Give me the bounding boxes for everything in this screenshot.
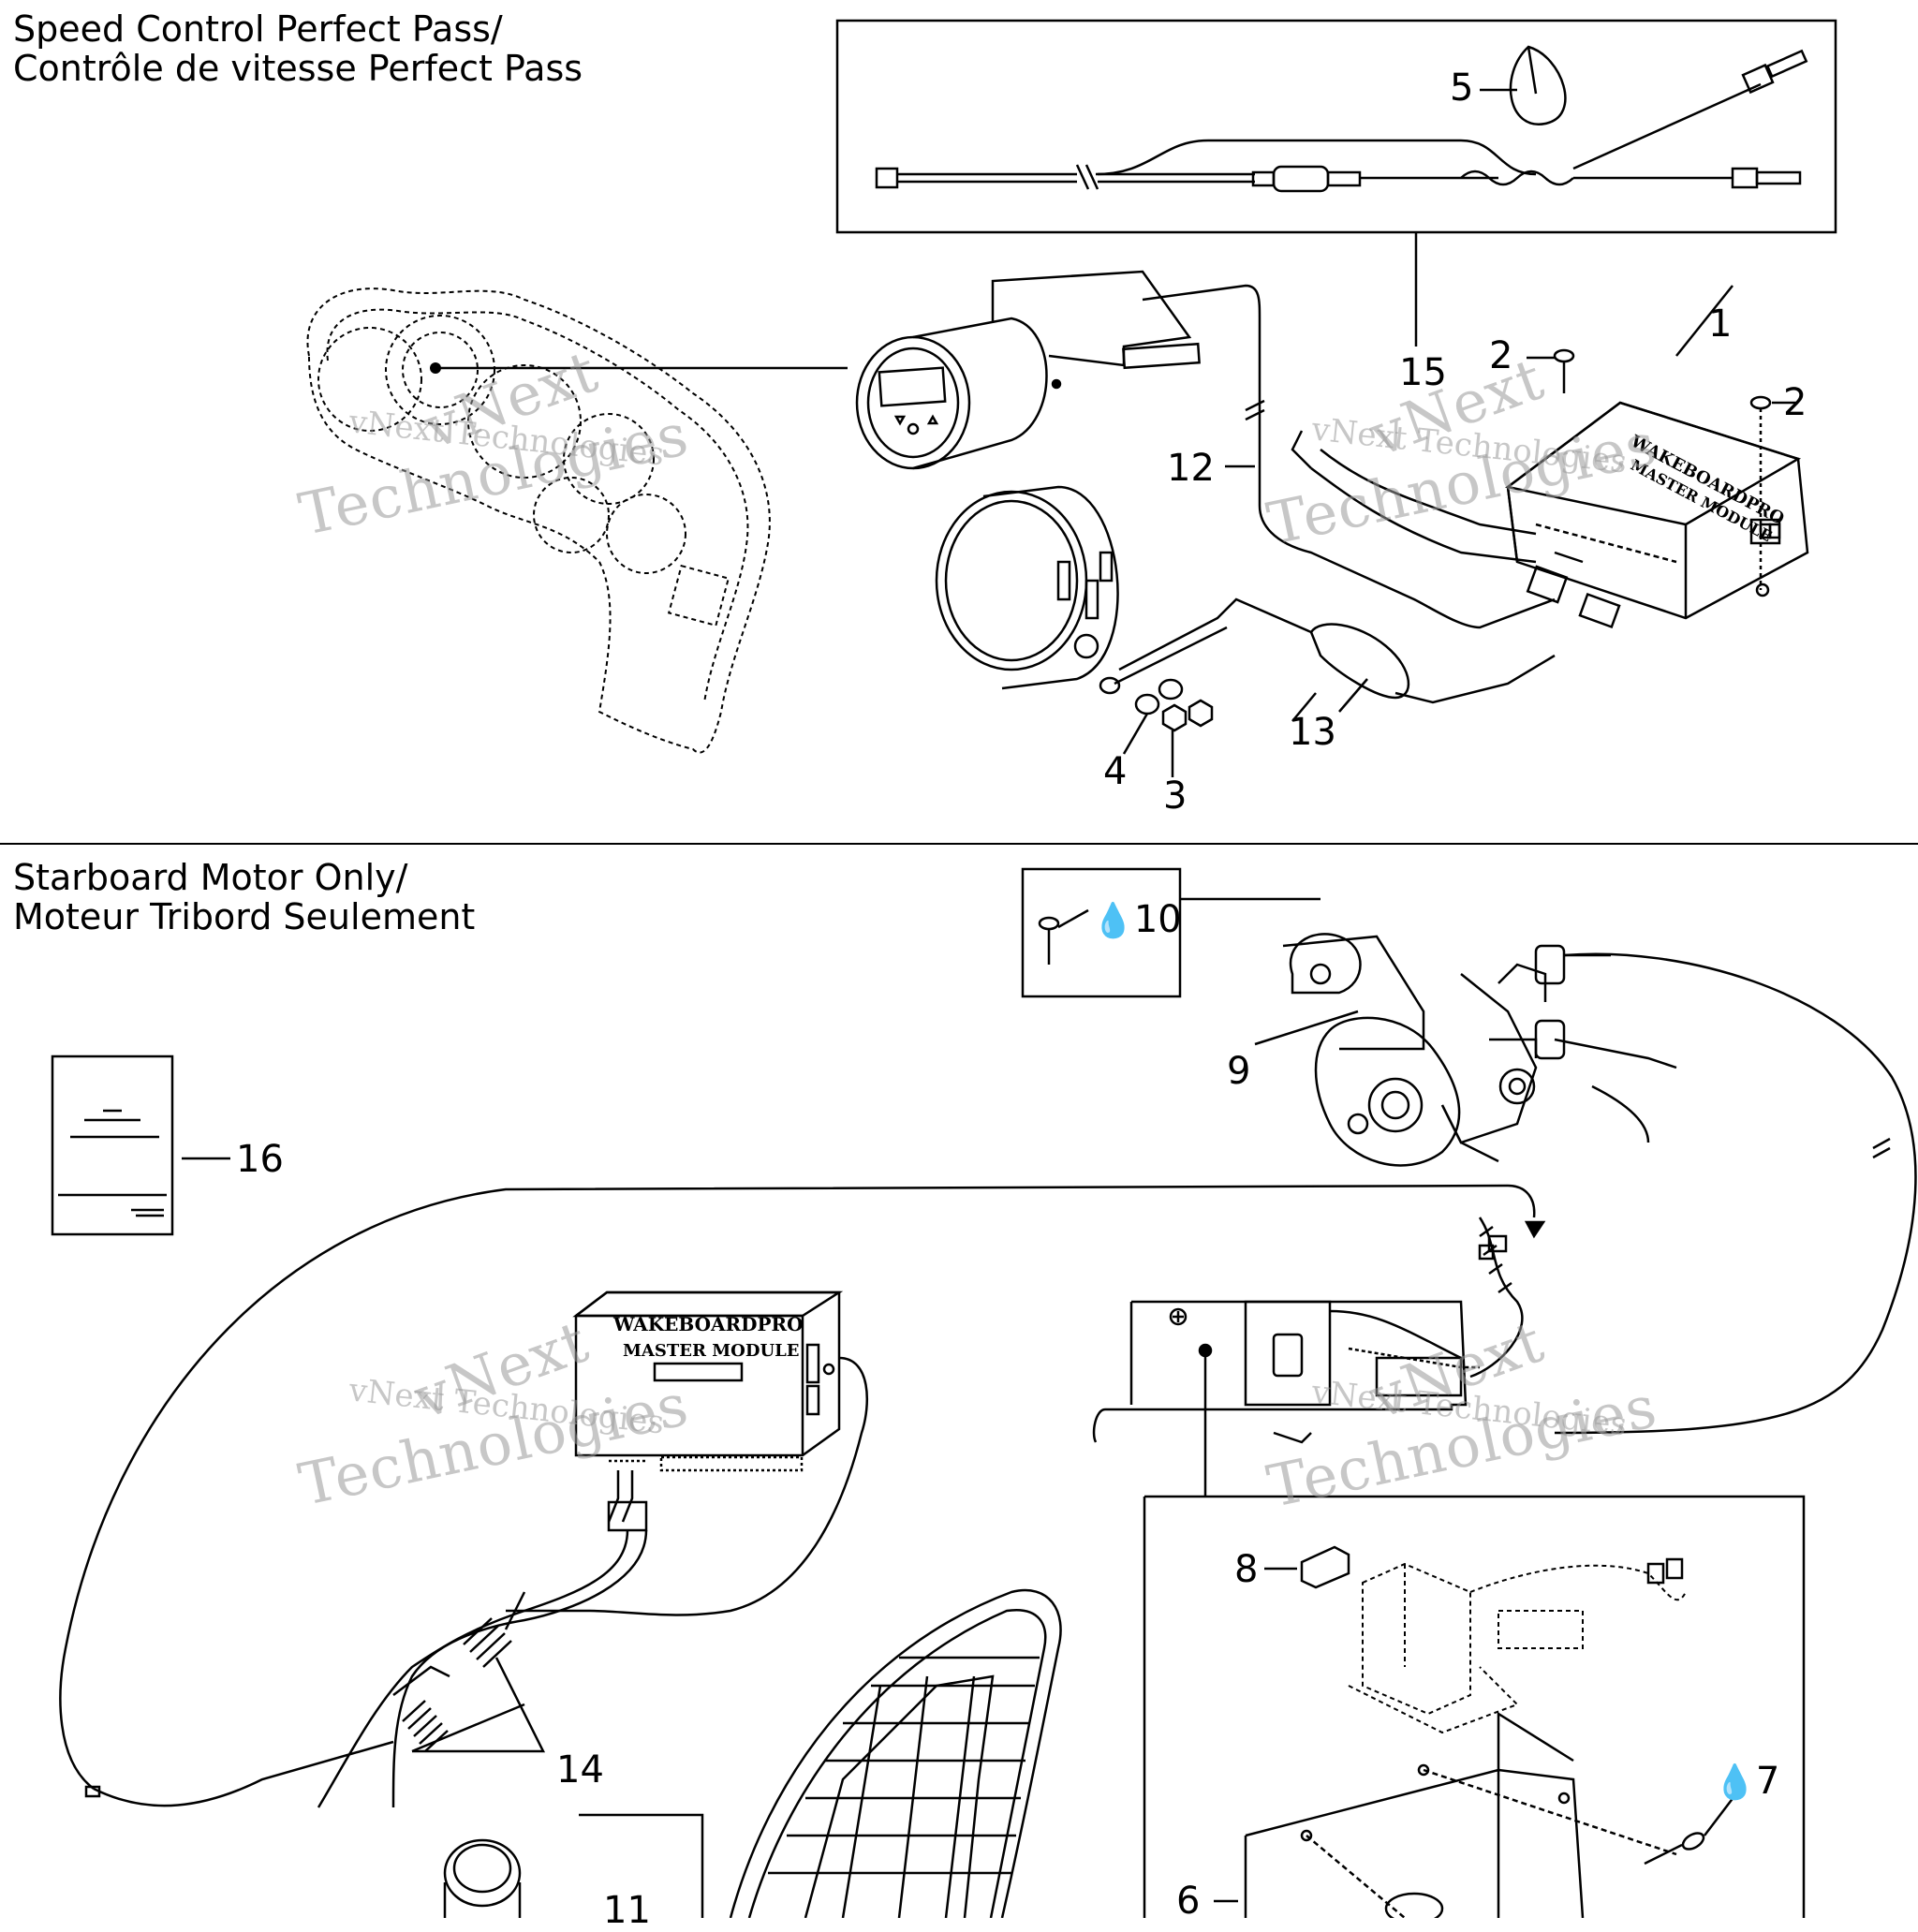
callout-13: 13 bbox=[1289, 711, 1336, 754]
screws-2 bbox=[1527, 348, 1798, 590]
throttle-linkage bbox=[1254, 933, 1917, 1435]
callout-15: 15 bbox=[1399, 351, 1447, 394]
callout-7: 💧7 bbox=[1714, 1762, 1779, 1802]
screw-box-10 bbox=[1021, 867, 1320, 998]
drop-icon: 💧 bbox=[1714, 1763, 1756, 1802]
section-title-bottom-line1: Starboard Motor Only/ bbox=[13, 857, 408, 898]
section-title-top: Speed Control Perfect Pass/ Contrôle de … bbox=[13, 9, 583, 88]
sensor bbox=[1118, 597, 1556, 722]
boat-outline bbox=[729, 1588, 1062, 1918]
callout-6: 6 bbox=[1176, 1880, 1201, 1923]
section-title-bottom-line2: Moteur Tribord Seulement bbox=[13, 896, 476, 937]
section-title-top-line1: Speed Control Perfect Pass/ bbox=[13, 8, 503, 50]
manual bbox=[51, 1054, 230, 1236]
callout-10: 💧10 bbox=[1092, 901, 1182, 940]
callout-4: 4 bbox=[1103, 750, 1128, 793]
callout-8: 8 bbox=[1234, 1548, 1259, 1591]
callout-2-left: 2 bbox=[1489, 334, 1513, 377]
washers-nuts bbox=[1099, 626, 1228, 777]
callout-12: 12 bbox=[1167, 447, 1215, 490]
section-title-bottom: Starboard Motor Only/ Moteur Tribord Seu… bbox=[13, 858, 475, 937]
speed-control-display bbox=[855, 270, 1201, 470]
callout-10-number: 10 bbox=[1133, 898, 1182, 941]
module-name-label: MASTER MODULE bbox=[623, 1341, 800, 1361]
callout-3: 3 bbox=[1163, 774, 1188, 818]
master-module-bottom: WAKEBOARDPRO MASTER MODULE bbox=[572, 1290, 844, 1472]
control-bracket bbox=[1092, 1217, 1524, 1497]
tachometer bbox=[935, 485, 1119, 690]
callout-2-right: 2 bbox=[1783, 381, 1807, 424]
callout-5: 5 bbox=[1450, 66, 1474, 110]
callout-14: 14 bbox=[556, 1748, 604, 1792]
dashboard-panel bbox=[306, 288, 771, 754]
section-title-top-line2: Contrôle de vitesse Perfect Pass bbox=[13, 48, 583, 89]
section-divider bbox=[0, 843, 1918, 845]
gauge-11 bbox=[443, 1813, 704, 1918]
master-module-top: WAKEBOARDPRO MASTER MODULE bbox=[1505, 401, 1809, 620]
module-brand-label: WAKEBOARDPRO bbox=[612, 1313, 804, 1335]
cable-coil bbox=[402, 1617, 512, 1752]
bracket-inset-box bbox=[1143, 1495, 1806, 1918]
callout-16: 16 bbox=[236, 1138, 284, 1181]
harness-inset-box bbox=[835, 19, 1837, 234]
callout-1: 1 bbox=[1708, 302, 1733, 346]
drop-icon: 💧 bbox=[1092, 902, 1134, 940]
callout-7-number: 7 bbox=[1755, 1760, 1780, 1803]
callout-11: 11 bbox=[603, 1889, 651, 1932]
callout-9: 9 bbox=[1227, 1050, 1251, 1093]
